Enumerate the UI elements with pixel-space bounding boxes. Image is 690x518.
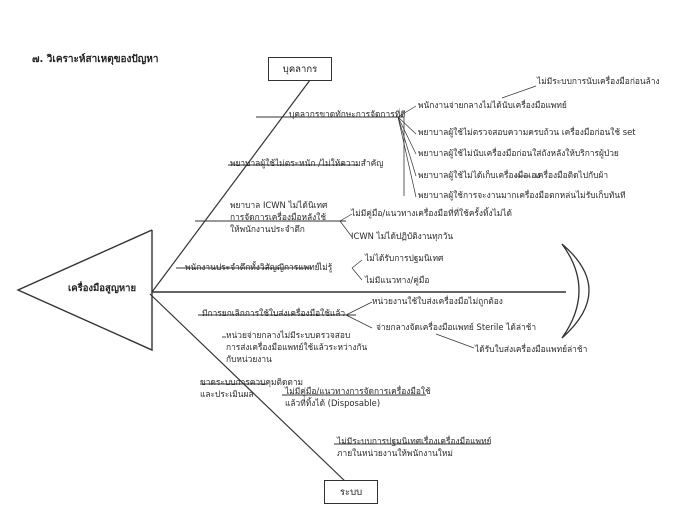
cause-busy-dropped: พยาบาลผู้ใช้การจะงานมากเครื่องมือตกหล่นไ… [418,190,626,200]
diagram-title: ๗. วิเคราะห์สาเหตุของปัญหา [32,54,159,65]
top-branch-icwn-line3: ให้พนักงานประจำตึก [230,224,305,234]
cause-no-disposable-manual-line1: ไม่มีคู่มือ/แนวทางการจัดการเครื่องมือใช้ [285,386,431,396]
bottom-branch-cancel-form: มีการยกเลิกการใช้ใบส่งเครื่องมือใช้แล้ว [202,308,346,318]
cause-not-count-before-bin: พยาบาลผู้ใช้ไม่นับเครื่องมือก่อนใส่ถังหล… [418,148,619,158]
cause-not-collect-self: พยาบาลผู้ใช้ไม่ได้เก็บเครื่องมือเอง [418,170,541,180]
problem-head-label: เครื่องมือสูญหาย [68,283,137,294]
top-branch-icwn-line2: การจัดการเครื่องมือหลังใช้ [230,212,327,222]
bottom-branch-no-check-line2: การส่งเครื่องมือแพทย์ใช้แล้วระหว่างกัน [226,342,368,352]
bottom-main-bone [149,293,349,485]
bottom-branch-monitoring-line1: ขาดระบบการควบคุมติดตาม [200,377,304,387]
category-label-top: บุคลากร [282,63,318,75]
cause-no-disposable-manual-line2: แล้วที่ทิ้งได้ (Disposable) [285,398,381,408]
top-main-bone [151,71,317,293]
cause-central-not-count: พนักงานจ่ายกลางไม่ได้นับเครื่องมือแพทย์ [418,100,567,110]
top-branch-icwn-line1: พยาบาล ICWN ไม่ได้นิเทศ [230,200,328,210]
top-branch-staff: พนักงานประจำตึกทั้งวิสัญญีการแพทย์ [185,262,320,272]
bottom-branch-monitoring-line2: และประเมินผล [200,389,254,399]
category-box-bottom: ระบบ [324,480,378,504]
cause-icwn-not-daily: ICWN ไม่ได้ปฏิบัติงานทุกวัน [351,231,454,241]
top-branch-skill: บุคลากรขาดทักษะการจัดการที่ดี [289,109,406,119]
cause-no-orientation: ไม่ได้รับการปฐมนิเทศ [365,253,444,263]
cause-not-check-set: พยาบาลผู้ใช้ไม่ตรวจสอบความครบถ้วน เครื่อ… [418,127,636,137]
bottom-branch-no-check-line1: หน่วยจ่ายกลางไม่มีระบบตรวจสอบ [226,330,351,340]
cause-no-new-staff-orientation-line2: ภายในหน่วยงานให้พนักงานใหม่ [337,448,453,458]
cause-sterile-delay: จ่ายกลางจัดเครื่องมือแพทย์ Sterile ได้ล่… [376,322,537,332]
category-label-bottom: ระบบ [339,486,363,498]
cause-no-manual-disposal: ไม่มีคู่มือ/แนวทางเครื่องมือที่ที่ใช้ครั… [351,208,512,218]
cause-wrong-form: หน่วยงานใช้ใบส่งเครื่องมือไม่ถูกต้อง [372,296,503,306]
cause-form-delay: ได้รับใบส่งเครื่องมือแพทย์ล่าช้า [475,344,588,354]
head-triangle [16,229,153,352]
cause-no-guideline: ไม่มีแนวทาง/คู่มือ [365,275,430,285]
tail-crescent [561,243,590,339]
cause-no-count-system: ไม่มีระบบการนับเครื่องมือก่อนล้าง [537,76,660,86]
category-box-top: บุคลากร [268,57,332,81]
cause-no-new-staff-orientation-line1: ไม่มีระบบการปฐมนิเทศเรื่องเครื่องมือแพทย… [337,436,492,446]
top-branch-unaware: ไม่รู้ [318,262,333,272]
top-branch-awareness: พยาบาลผู้ใช้ไม่ตระหนัก /ไม่ให้ความสำคัญ [230,158,384,168]
cause-stuck-in-cloth: เครื่องมือติดไปกับผ้า [535,170,609,180]
bottom-branch-no-check-line3: กับหน่วยงาน [226,354,272,364]
